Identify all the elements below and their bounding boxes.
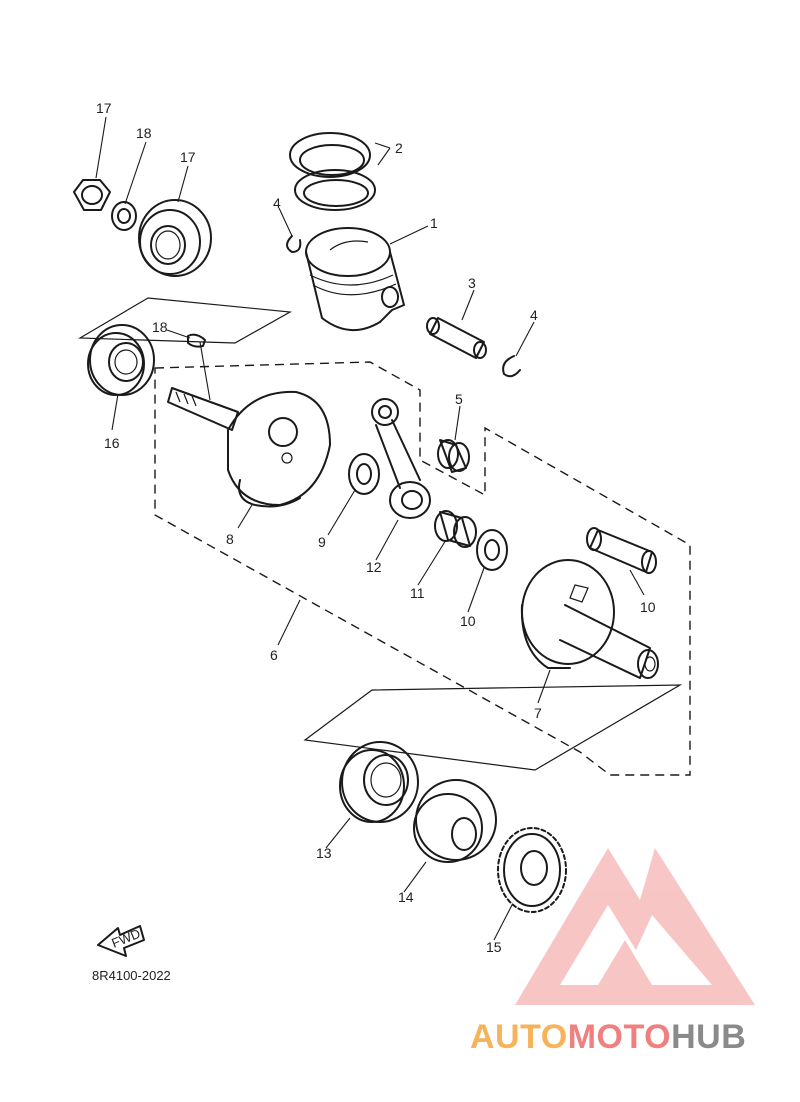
callout-6: 6 — [270, 647, 278, 663]
watermark-logo — [515, 848, 755, 1005]
callout-4-right: 4 — [530, 307, 538, 323]
part-9-crank-pin — [586, 527, 657, 574]
part-4-clip-top — [286, 235, 302, 253]
part-1-piston — [305, 227, 405, 332]
watermark-text: AUTOMOTOHUB — [470, 1018, 746, 1057]
part-7-crank-right — [520, 559, 659, 679]
callout-4-top: 4 — [273, 195, 281, 211]
part-12-connecting-rod — [371, 398, 431, 519]
callout-10-left: 9 — [318, 534, 326, 550]
part-18-woodruff-key — [187, 333, 206, 348]
callout-15: 15 — [486, 939, 502, 955]
callout-19: 17 — [96, 100, 112, 116]
callout-1: 1 — [430, 215, 438, 231]
diagram-code: 8R4100-2022 — [92, 968, 171, 983]
callout-14: 14 — [398, 889, 414, 905]
part-3-piston-pin — [426, 317, 487, 359]
assembly-boundary — [154, 361, 691, 776]
callout-17: 17 — [180, 149, 196, 165]
fwd-arrow-icon: FWD — [97, 925, 145, 957]
callout-3: 3 — [468, 275, 476, 291]
part-10-washer-right — [476, 529, 508, 571]
part-19-nut — [73, 179, 111, 211]
part-4-clip-right — [502, 355, 521, 378]
part-15-gear — [497, 827, 567, 913]
part-2-piston-rings — [289, 132, 376, 211]
callout-12: 12 — [366, 559, 382, 575]
callout-16: 16 — [104, 435, 120, 451]
callout-2: 2 — [395, 140, 403, 156]
seal-guide-left — [77, 297, 292, 344]
part-14-oil-seal — [413, 779, 497, 863]
part-11-big-end-bearing — [434, 510, 477, 548]
part-20-washer — [111, 201, 137, 231]
callout-20: 18 — [136, 125, 152, 141]
leader-lines — [95, 116, 645, 941]
watermark-moto: MOTO — [567, 1018, 672, 1056]
part-17-oil-seal — [138, 199, 212, 277]
callout-18: 18 — [152, 319, 168, 335]
callout-10-right: 10 — [460, 613, 476, 629]
part-16-bearing — [87, 324, 155, 396]
part-8-crank-left — [167, 387, 331, 508]
watermark-hub: HUB — [671, 1018, 747, 1056]
callout-11: 11 — [410, 585, 425, 601]
watermark-auto: AUTO — [470, 1018, 568, 1056]
seal-guide-right — [303, 684, 683, 771]
callout-9: 10 — [640, 599, 656, 615]
callout-8: 8 — [226, 531, 234, 547]
callout-7: 7 — [534, 705, 542, 721]
part-5-small-end-bearing — [437, 439, 470, 473]
part-10-washer-left — [348, 453, 380, 495]
callout-5: 5 — [455, 391, 463, 407]
part-13-bearing — [339, 741, 419, 823]
callout-13: 13 — [316, 845, 332, 861]
